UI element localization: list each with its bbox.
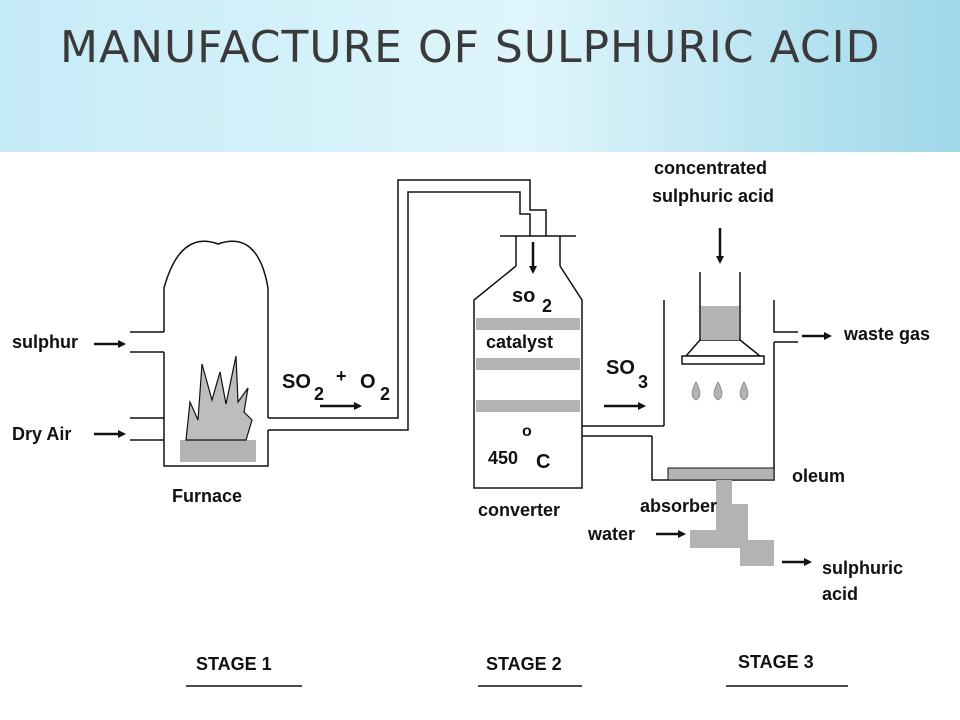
catalyst-bed-2 [476,358,580,370]
product-label-line1: sulphuric [822,558,903,578]
oleum-label: oleum [792,466,845,486]
sprayer-head [684,339,763,357]
converter-so2-sub: 2 [542,296,552,316]
so2-o2-so: SO [282,371,311,393]
catalyst-bed-1 [476,318,580,330]
air-inlet-pipe [130,417,164,441]
droplet [739,381,749,401]
stage-3-label: STAGE 3 [738,652,814,672]
catalyst-bed-3 [476,400,580,412]
oleum-layer [667,467,775,481]
flame-icon [185,355,253,441]
absorber-label: absorber [640,496,717,516]
so3-pipe [582,425,664,437]
temperature-degree: o [522,423,532,440]
so2-o2-sub2: 2 [314,384,324,404]
catalyst-label: catalyst [486,332,553,352]
title-banner: MANUFACTURE OF SULPHURIC ACID [0,0,960,152]
so2-o2-subo2: 2 [380,384,390,404]
so2-o2-plus: + [336,366,347,386]
sulphur-inlet-pipe [130,331,165,418]
so3-sub: 3 [638,372,648,392]
sprayer-plate [681,355,765,365]
so2-o2-o: O [360,371,376,393]
product-label-line2: acid [822,584,858,604]
converter-so2-so: so [512,285,535,307]
water-label: water [587,524,635,544]
acid-feed-fill [701,306,739,340]
converter-unit [473,235,583,489]
waste-gas-pipe [773,300,798,343]
furnace-outline [163,240,269,418]
waste-gas-label: waste gas [843,324,930,344]
temperature-unit: C [536,451,550,473]
conc-acid-label-line1: concentrated [654,158,767,178]
so3-so: SO [606,357,635,379]
slide-title: MANUFACTURE OF SULPHURIC ACID [60,22,881,73]
stage-1-label: STAGE 1 [196,654,272,674]
furnace-base [163,418,269,467]
stage-2-label: STAGE 2 [486,654,562,674]
spray-droplets [691,381,749,401]
converter-body [473,265,583,489]
conc-acid-label-line2: sulphuric acid [652,186,774,206]
dry-air-label: Dry Air [12,424,71,444]
absorber-unit [651,272,798,481]
furnace-unit [130,240,269,467]
furnace-bed [180,440,256,462]
converter-neck [500,235,576,266]
droplet [691,381,701,401]
droplet [713,381,723,401]
temperature-value: 450 [488,448,518,468]
so2-pipe [268,179,547,431]
furnace-label: Furnace [172,486,242,506]
sulphur-label: sulphur [12,332,78,352]
oleum-outlet-pipe [690,480,774,566]
converter-label: converter [478,500,560,520]
